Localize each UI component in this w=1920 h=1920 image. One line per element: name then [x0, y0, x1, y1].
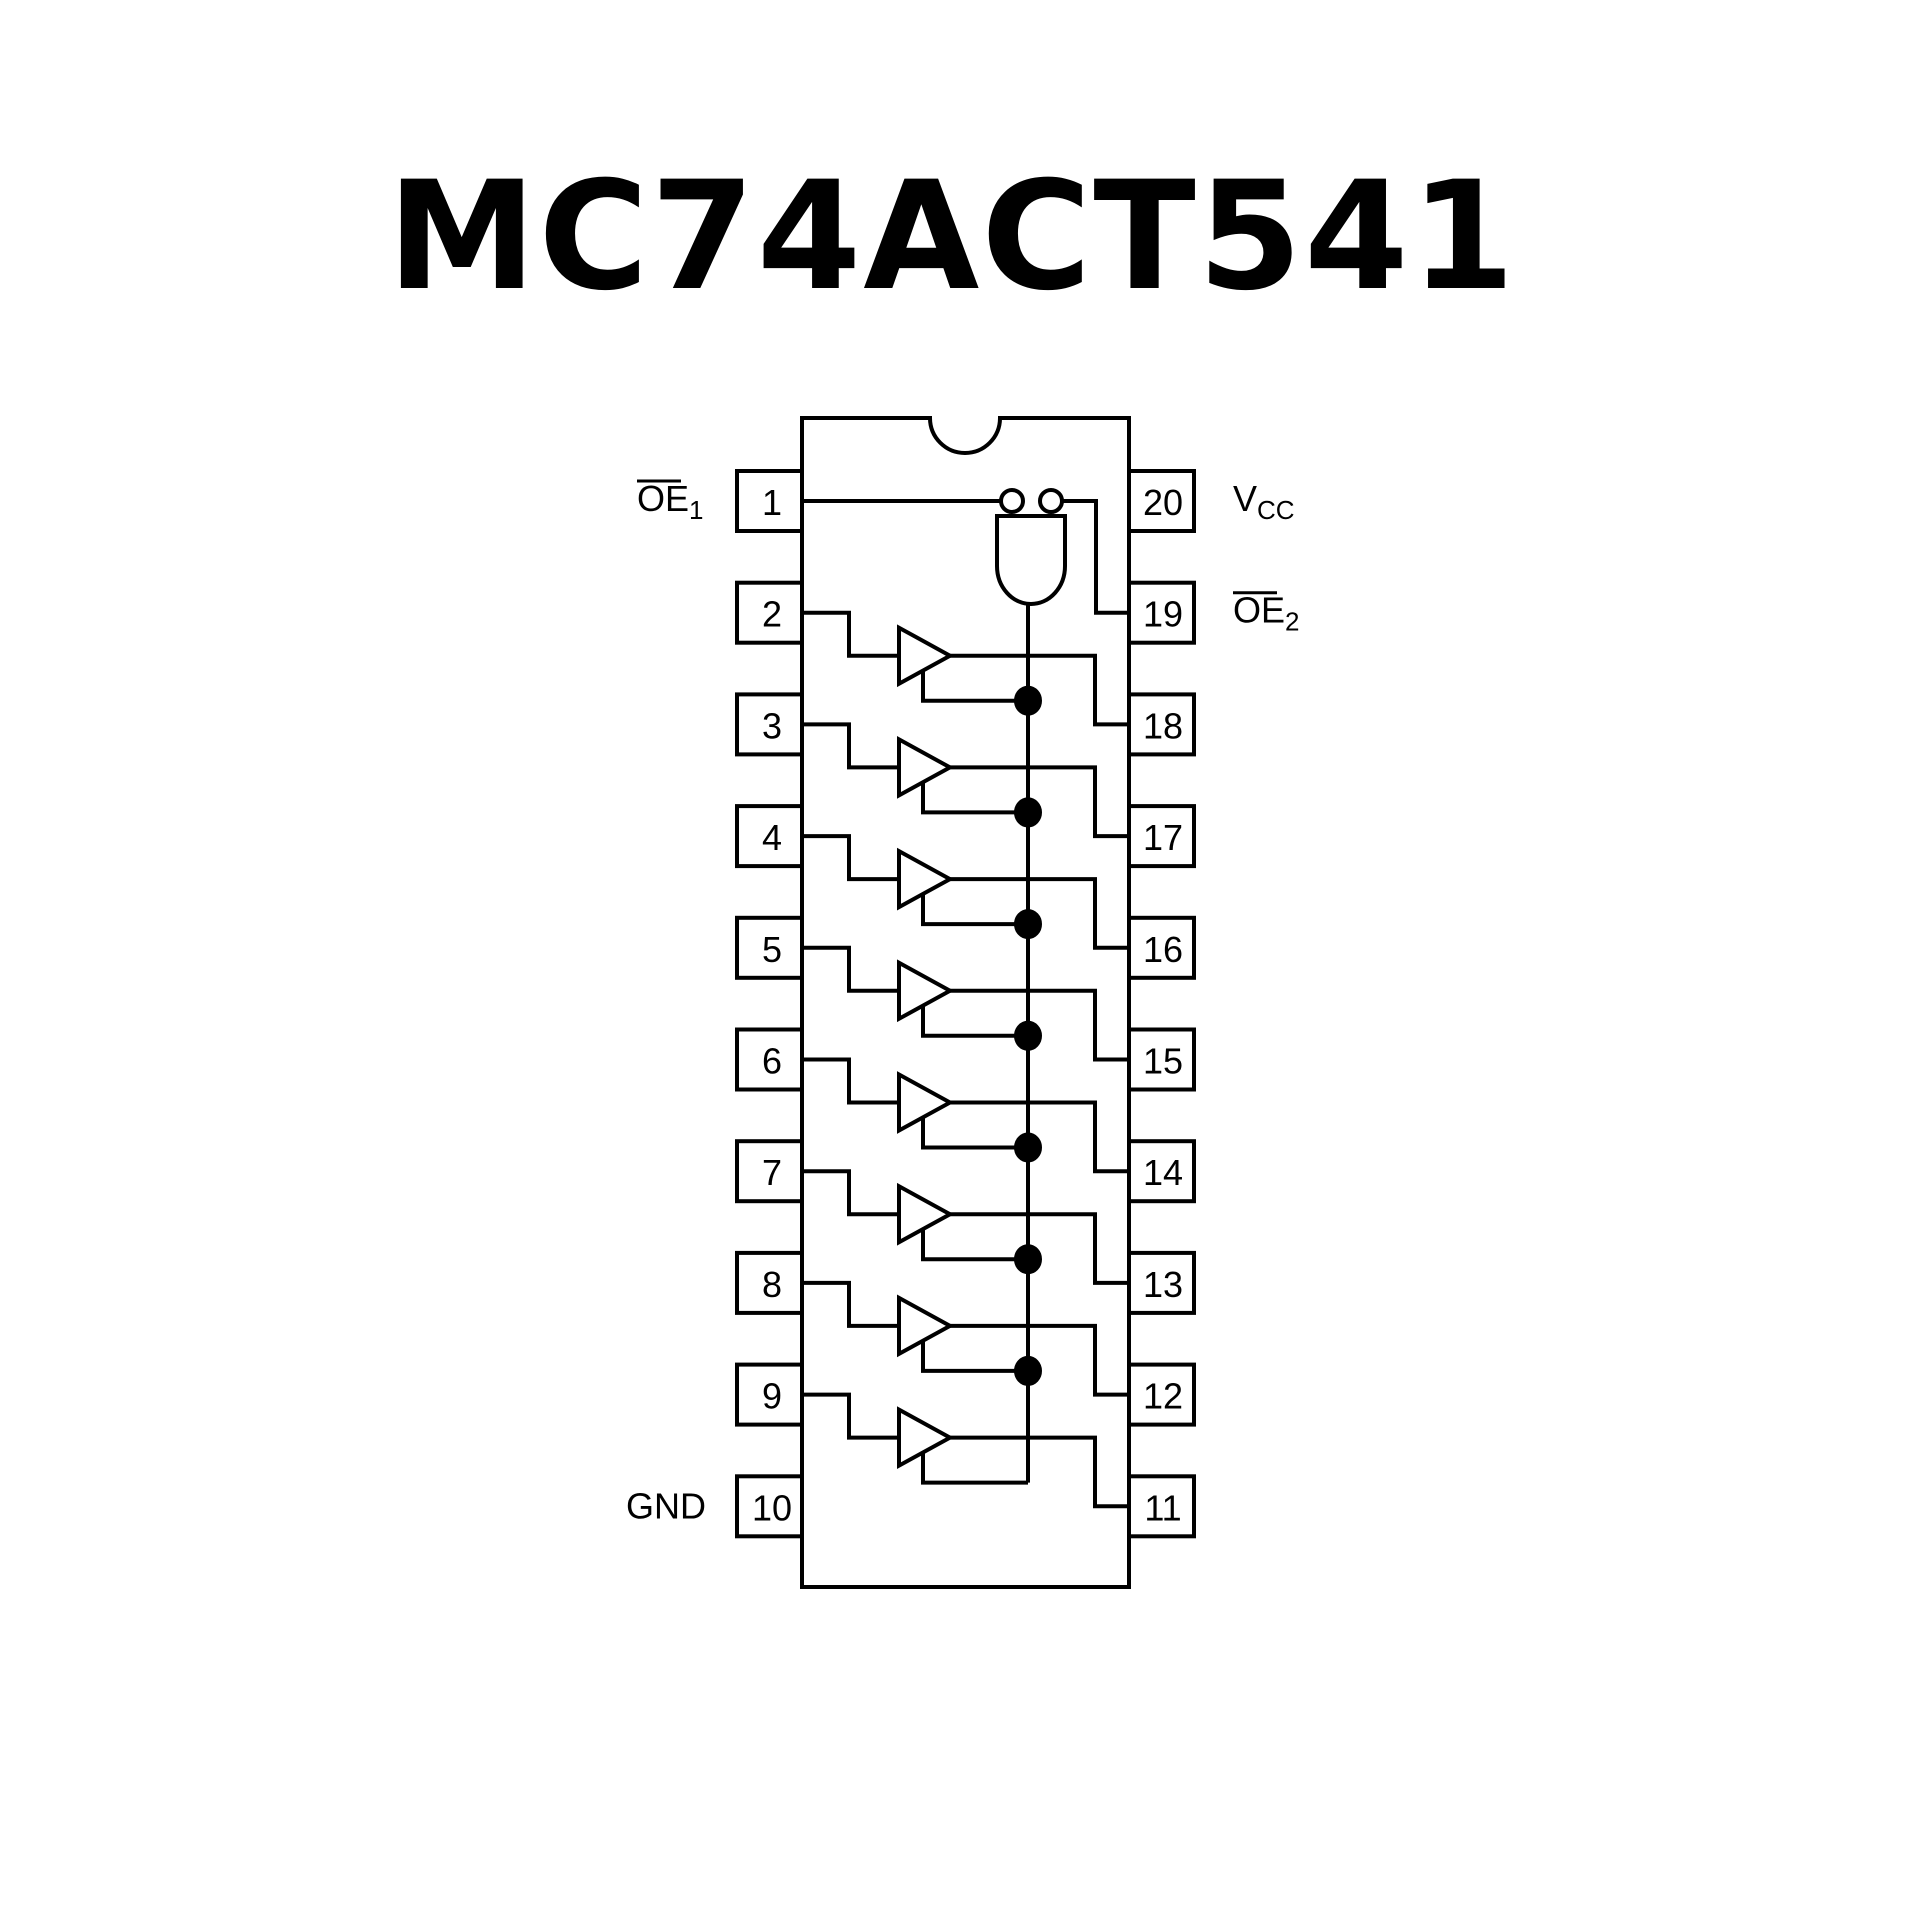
oe2-wire	[1062, 499, 1129, 615]
inversion-bubble-icon	[999, 488, 1025, 514]
output-wire	[950, 1212, 1129, 1285]
input-wire	[802, 834, 899, 882]
input-wire	[802, 1169, 899, 1217]
and-gate-icon	[995, 514, 1067, 606]
pin-number: 17	[1143, 817, 1183, 858]
enable-wire	[921, 669, 1028, 703]
pin-number: 15	[1143, 1041, 1183, 1082]
output-wire	[950, 1323, 1129, 1397]
inversion-bubble-icon	[1038, 488, 1064, 514]
pin-number: 4	[762, 817, 782, 858]
pin-number: 2	[762, 594, 782, 635]
pin-number: 20	[1143, 482, 1183, 523]
signal-label-gnd: GND	[626, 1485, 706, 1526]
pin-number: 13	[1143, 1264, 1183, 1305]
pin-number: 5	[762, 929, 782, 970]
pin-number: 1	[762, 482, 782, 523]
input-wire	[802, 1280, 899, 1328]
output-wire	[950, 877, 1129, 950]
pin-number: 8	[762, 1264, 782, 1305]
pin-number: 9	[762, 1376, 782, 1417]
signal-label-vcc: VCC	[1233, 478, 1295, 525]
pin-number: 3	[762, 705, 782, 746]
chip-title: MC74ACT541	[387, 150, 1517, 324]
pin-box-left	[735, 1474, 804, 1539]
enable-wire	[921, 893, 1028, 927]
pin-box-right	[1127, 469, 1196, 533]
output-wire	[950, 1435, 1129, 1509]
enable-wire	[921, 1228, 1028, 1262]
input-wire	[802, 610, 899, 658]
enable-wire	[921, 1004, 1028, 1038]
enable-wire	[921, 1451, 1028, 1485]
pin-number: 18	[1143, 705, 1183, 746]
enable-wire	[921, 781, 1028, 815]
signal-label-oe1: OE1	[637, 478, 703, 525]
input-wire	[802, 945, 899, 993]
ic-body	[800, 416, 1131, 1589]
input-wire	[802, 1392, 899, 1440]
pin-number: 19	[1143, 594, 1183, 635]
pin-number: 10	[752, 1487, 792, 1528]
pin-number: 14	[1143, 1152, 1183, 1193]
output-wire	[950, 988, 1129, 1062]
pin-number: 6	[762, 1041, 782, 1082]
pin-number: 12	[1143, 1376, 1183, 1417]
enable-wire	[921, 1339, 1028, 1373]
input-wire	[802, 722, 899, 770]
pin-number: 11	[1144, 1487, 1181, 1528]
input-wire	[802, 1057, 899, 1105]
output-wire	[950, 1100, 1129, 1174]
enable-wire	[921, 1116, 1028, 1150]
output-wire	[950, 765, 1129, 839]
output-wire	[950, 653, 1129, 727]
pin-number: 16	[1143, 929, 1183, 970]
pin-number: 7	[762, 1152, 782, 1193]
signal-label-oe2: OE2	[1233, 590, 1299, 637]
